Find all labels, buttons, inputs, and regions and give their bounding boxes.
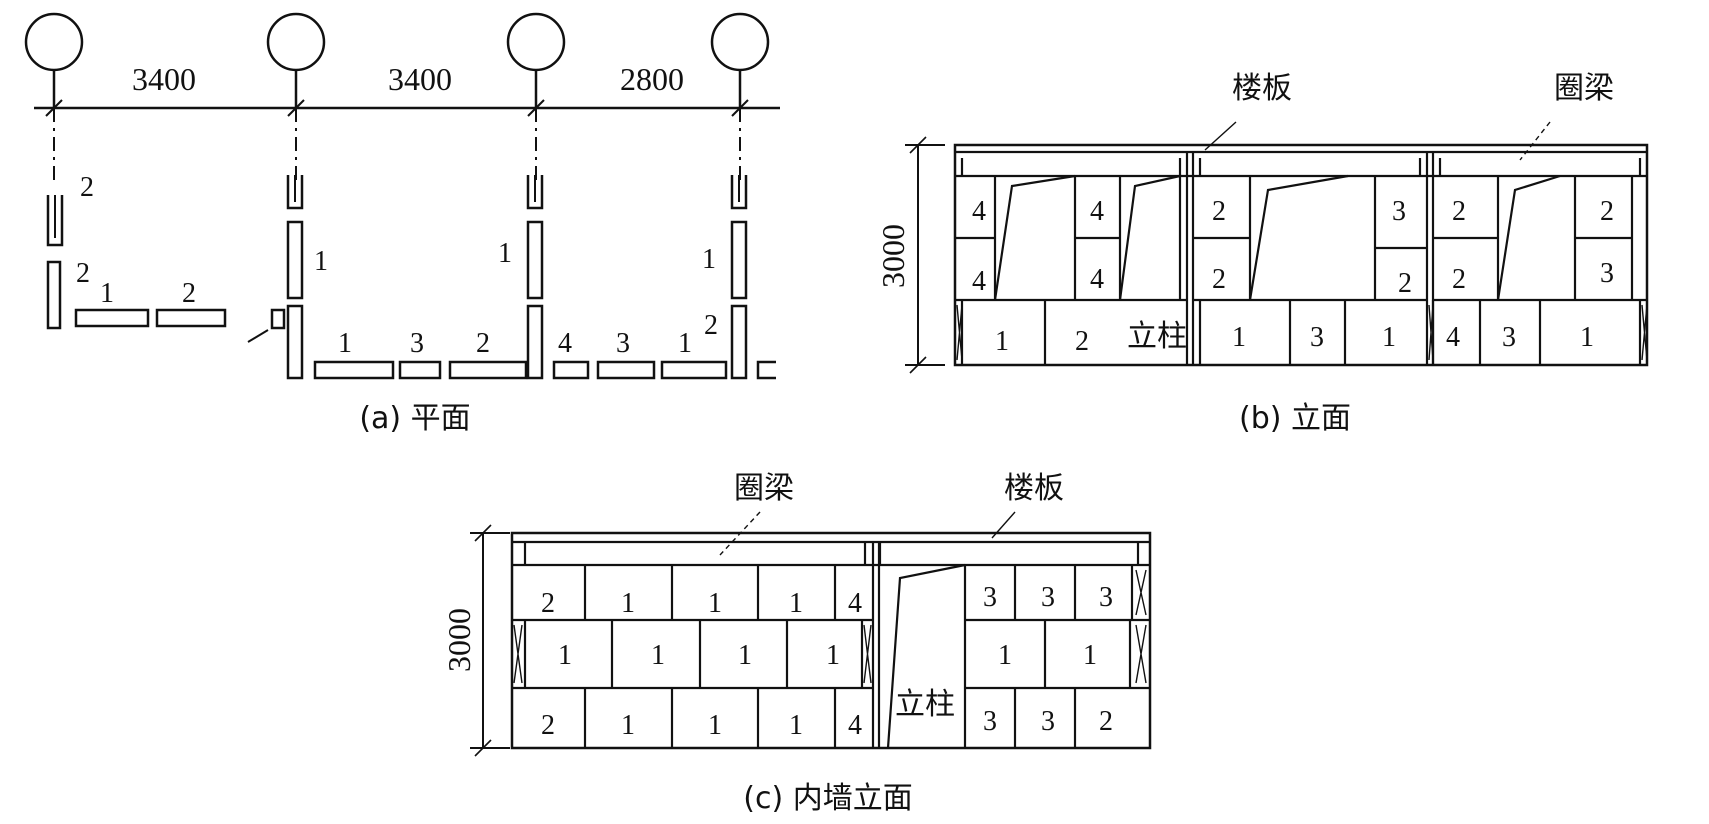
panel-number: 2 <box>80 172 94 203</box>
panel-number: 4 <box>848 588 862 619</box>
panel-number: 1 <box>738 640 752 671</box>
ring-beam-label: 圈梁 <box>734 471 794 506</box>
panel-number: 3 <box>983 706 997 737</box>
panel-number: 1 <box>1382 322 1396 353</box>
panel-number: 4 <box>972 196 986 227</box>
plan-dimension-labels: 3400 3400 2800 <box>132 61 684 97</box>
panel-number: 2 <box>182 278 196 309</box>
plan-panel-numbers: 2 2 1 2 1 1 3 2 1 4 3 1 1 2 <box>76 172 718 359</box>
panel-number: 1 <box>100 278 114 309</box>
panel-number: 3 <box>1502 322 1516 353</box>
panel-number: 1 <box>651 640 665 671</box>
panel-number: 2 <box>1212 196 1226 227</box>
panel-number: 2 <box>76 258 90 289</box>
panel-number: 1 <box>558 640 572 671</box>
panel-number: 3 <box>410 328 424 359</box>
panel-number: 1 <box>498 238 512 269</box>
floor-slab-label: 楼板 <box>1232 71 1292 106</box>
axis-bubble <box>24 12 84 72</box>
panel-number: 2 <box>1600 196 1614 227</box>
panel-number: 3 <box>1310 322 1324 353</box>
elevation-caption: (b) 立面 <box>1239 401 1351 436</box>
panel-number: 4 <box>1090 196 1104 227</box>
stud-label: 立柱 <box>895 687 955 722</box>
axis-bubble <box>710 12 770 72</box>
interior-caption: (c) 内墙立面 <box>743 781 912 816</box>
plan-caption: (a) 平面 <box>359 401 470 436</box>
dimension-label: 3400 <box>132 61 196 97</box>
panel-number: 1 <box>1083 640 1097 671</box>
panel-number: 3 <box>1099 582 1113 613</box>
panel-number: 1 <box>708 588 722 619</box>
panel-number: 1 <box>678 328 692 359</box>
panel-number: 1 <box>621 588 635 619</box>
ring-beam-label: 圈梁 <box>1554 71 1614 106</box>
panel-number: 2 <box>1398 268 1412 299</box>
panel-number: 3 <box>1041 706 1055 737</box>
panel-number: 1 <box>789 588 803 619</box>
panel-number: 4 <box>848 710 862 741</box>
elevation-view <box>905 121 1649 374</box>
panel-number: 1 <box>708 710 722 741</box>
interior-elevation-view <box>470 511 1152 757</box>
panel-number: 4 <box>1090 264 1104 295</box>
panel-number: 3 <box>983 582 997 613</box>
floor-slab-label: 楼板 <box>1004 471 1064 506</box>
panel-number: 2 <box>704 310 718 341</box>
panel-number: 2 <box>541 588 555 619</box>
panel-number: 2 <box>1452 196 1466 227</box>
interior-height-label: 3000 <box>441 608 477 672</box>
panel-number: 4 <box>558 328 572 359</box>
panel-number: 1 <box>314 246 328 277</box>
panel-number: 1 <box>826 640 840 671</box>
panel-number: 4 <box>1446 322 1460 353</box>
elevation-panel-numbers: 4 4 4 4 1 2 2 3 2 2 1 3 1 2 2 2 3 4 3 1 <box>972 196 1614 357</box>
panel-number: 4 <box>972 266 986 297</box>
panel-number: 2 <box>1075 326 1089 357</box>
dimension-label: 3400 <box>388 61 452 97</box>
axis-bubble <box>266 12 326 72</box>
panel-number: 1 <box>789 710 803 741</box>
panel-number: 2 <box>476 328 490 359</box>
panel-number: 2 <box>541 710 555 741</box>
panel-number: 3 <box>1041 582 1055 613</box>
panel-number: 1 <box>338 328 352 359</box>
panel-number: 2 <box>1212 264 1226 295</box>
panel-number: 3 <box>1392 196 1406 227</box>
panel-number: 2 <box>1452 264 1466 295</box>
dimension-label: 2800 <box>620 61 684 97</box>
stud-label: 立柱 <box>1127 319 1187 354</box>
panel-number: 1 <box>995 326 1009 357</box>
panel-number: 1 <box>1580 322 1594 353</box>
elevation-height-label: 3000 <box>875 224 911 288</box>
interior-panel-numbers: 2 1 1 1 4 1 1 1 1 2 1 1 1 4 3 3 3 1 1 3 … <box>541 582 1113 741</box>
axis-bubble <box>506 12 566 72</box>
panel-number: 1 <box>702 244 716 275</box>
panel-number: 2 <box>1099 706 1113 737</box>
panel-number: 1 <box>1232 322 1246 353</box>
plan-view <box>24 12 780 380</box>
panel-number: 3 <box>1600 258 1614 289</box>
panel-number: 3 <box>616 328 630 359</box>
panel-number: 1 <box>998 640 1012 671</box>
panel-number: 1 <box>621 710 635 741</box>
